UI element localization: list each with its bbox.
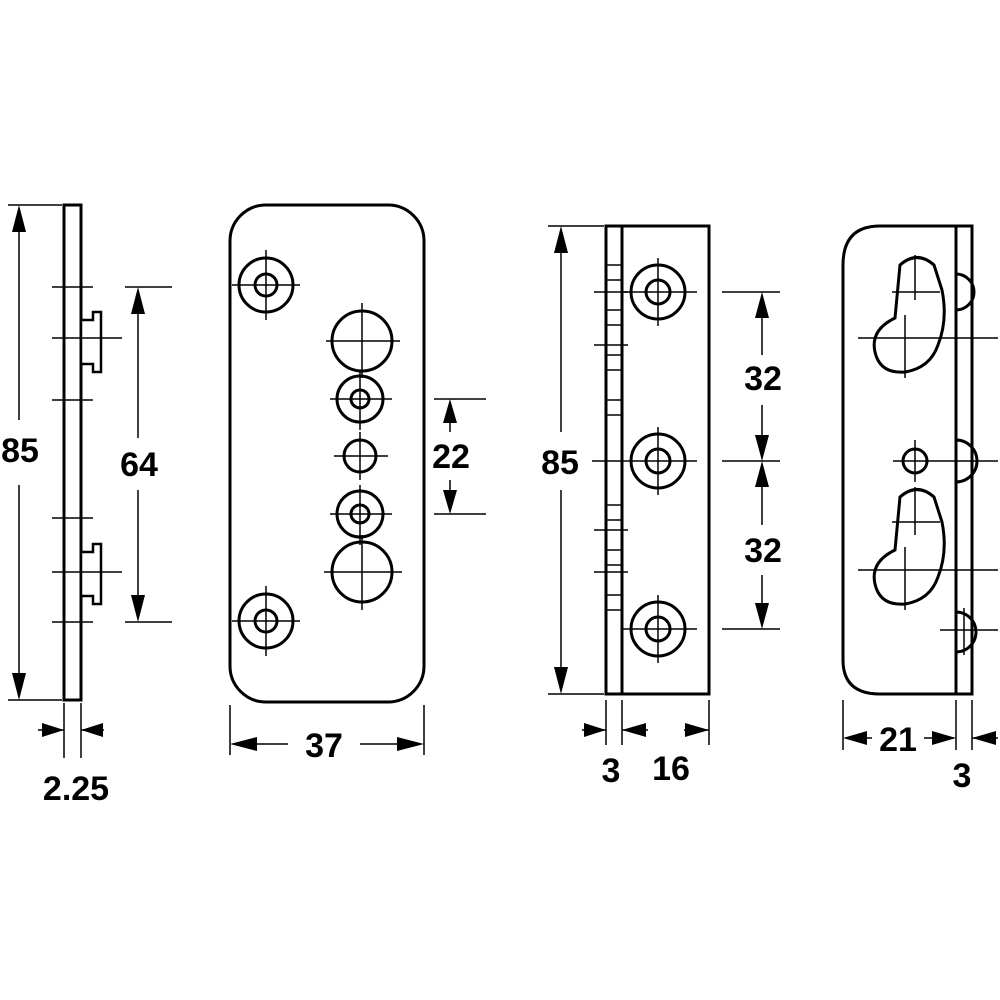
- keyhole-slot-lower: [872, 488, 946, 606]
- keyhole-upper-centres: [858, 255, 998, 378]
- spacing-upper-label: 32: [744, 360, 782, 398]
- keyhole-lower-centres: [858, 487, 998, 610]
- thickness-label: 2.25: [43, 770, 109, 808]
- back-width-dimensions: [842, 700, 998, 750]
- back-edge-notches: [940, 272, 998, 655]
- side-height-85-dimension: [548, 225, 604, 695]
- side-plate: [604, 224, 711, 696]
- front-mount-hole-top: [232, 250, 300, 320]
- spacing-32-dimensions: [722, 291, 780, 630]
- side-hole-bottom: [622, 595, 697, 663]
- back-flange-label: 3: [953, 757, 972, 795]
- offset-22-dimension: [434, 398, 486, 515]
- side-flange-label: 3: [602, 752, 621, 790]
- side-width-dimensions: [582, 700, 710, 745]
- width-37-label: 37: [305, 727, 343, 765]
- front-mount-hole-bottom: [232, 586, 300, 656]
- pitch-64-label: 64: [120, 446, 158, 484]
- back-view: 21 3: [841, 224, 998, 795]
- front-plate: [228, 203, 426, 704]
- height-85-dimension: [8, 204, 62, 701]
- front-hole-column: [324, 303, 402, 610]
- side-width-label: 16: [652, 750, 690, 788]
- thickness-dimension: [38, 703, 104, 758]
- height-85-label: 85: [1, 432, 39, 470]
- edge-hole-lines: [52, 286, 122, 623]
- lower-stud: [79, 542, 103, 606]
- spacing-lower-label: 32: [744, 532, 782, 570]
- upper-stud: [79, 310, 103, 374]
- side-height-85-label: 85: [541, 444, 579, 482]
- keyhole-slot-upper: [872, 256, 946, 374]
- width-37-dimension: [229, 705, 425, 755]
- front-view: 22 37: [228, 203, 486, 765]
- side-hole-middle: [592, 427, 697, 495]
- back-centre-hole: [893, 440, 998, 482]
- side-view: 85 32 32 3 16: [541, 224, 782, 790]
- offset-22-label: 22: [432, 438, 470, 476]
- side-hole-top: [622, 258, 697, 326]
- edge-view: 85 64 2.25: [1, 203, 172, 808]
- back-width-label: 21: [879, 721, 917, 759]
- side-knuckles: [594, 264, 628, 611]
- back-plate: [841, 224, 974, 696]
- pitch-64-dimension: [125, 286, 172, 623]
- edge-plate: [62, 203, 83, 702]
